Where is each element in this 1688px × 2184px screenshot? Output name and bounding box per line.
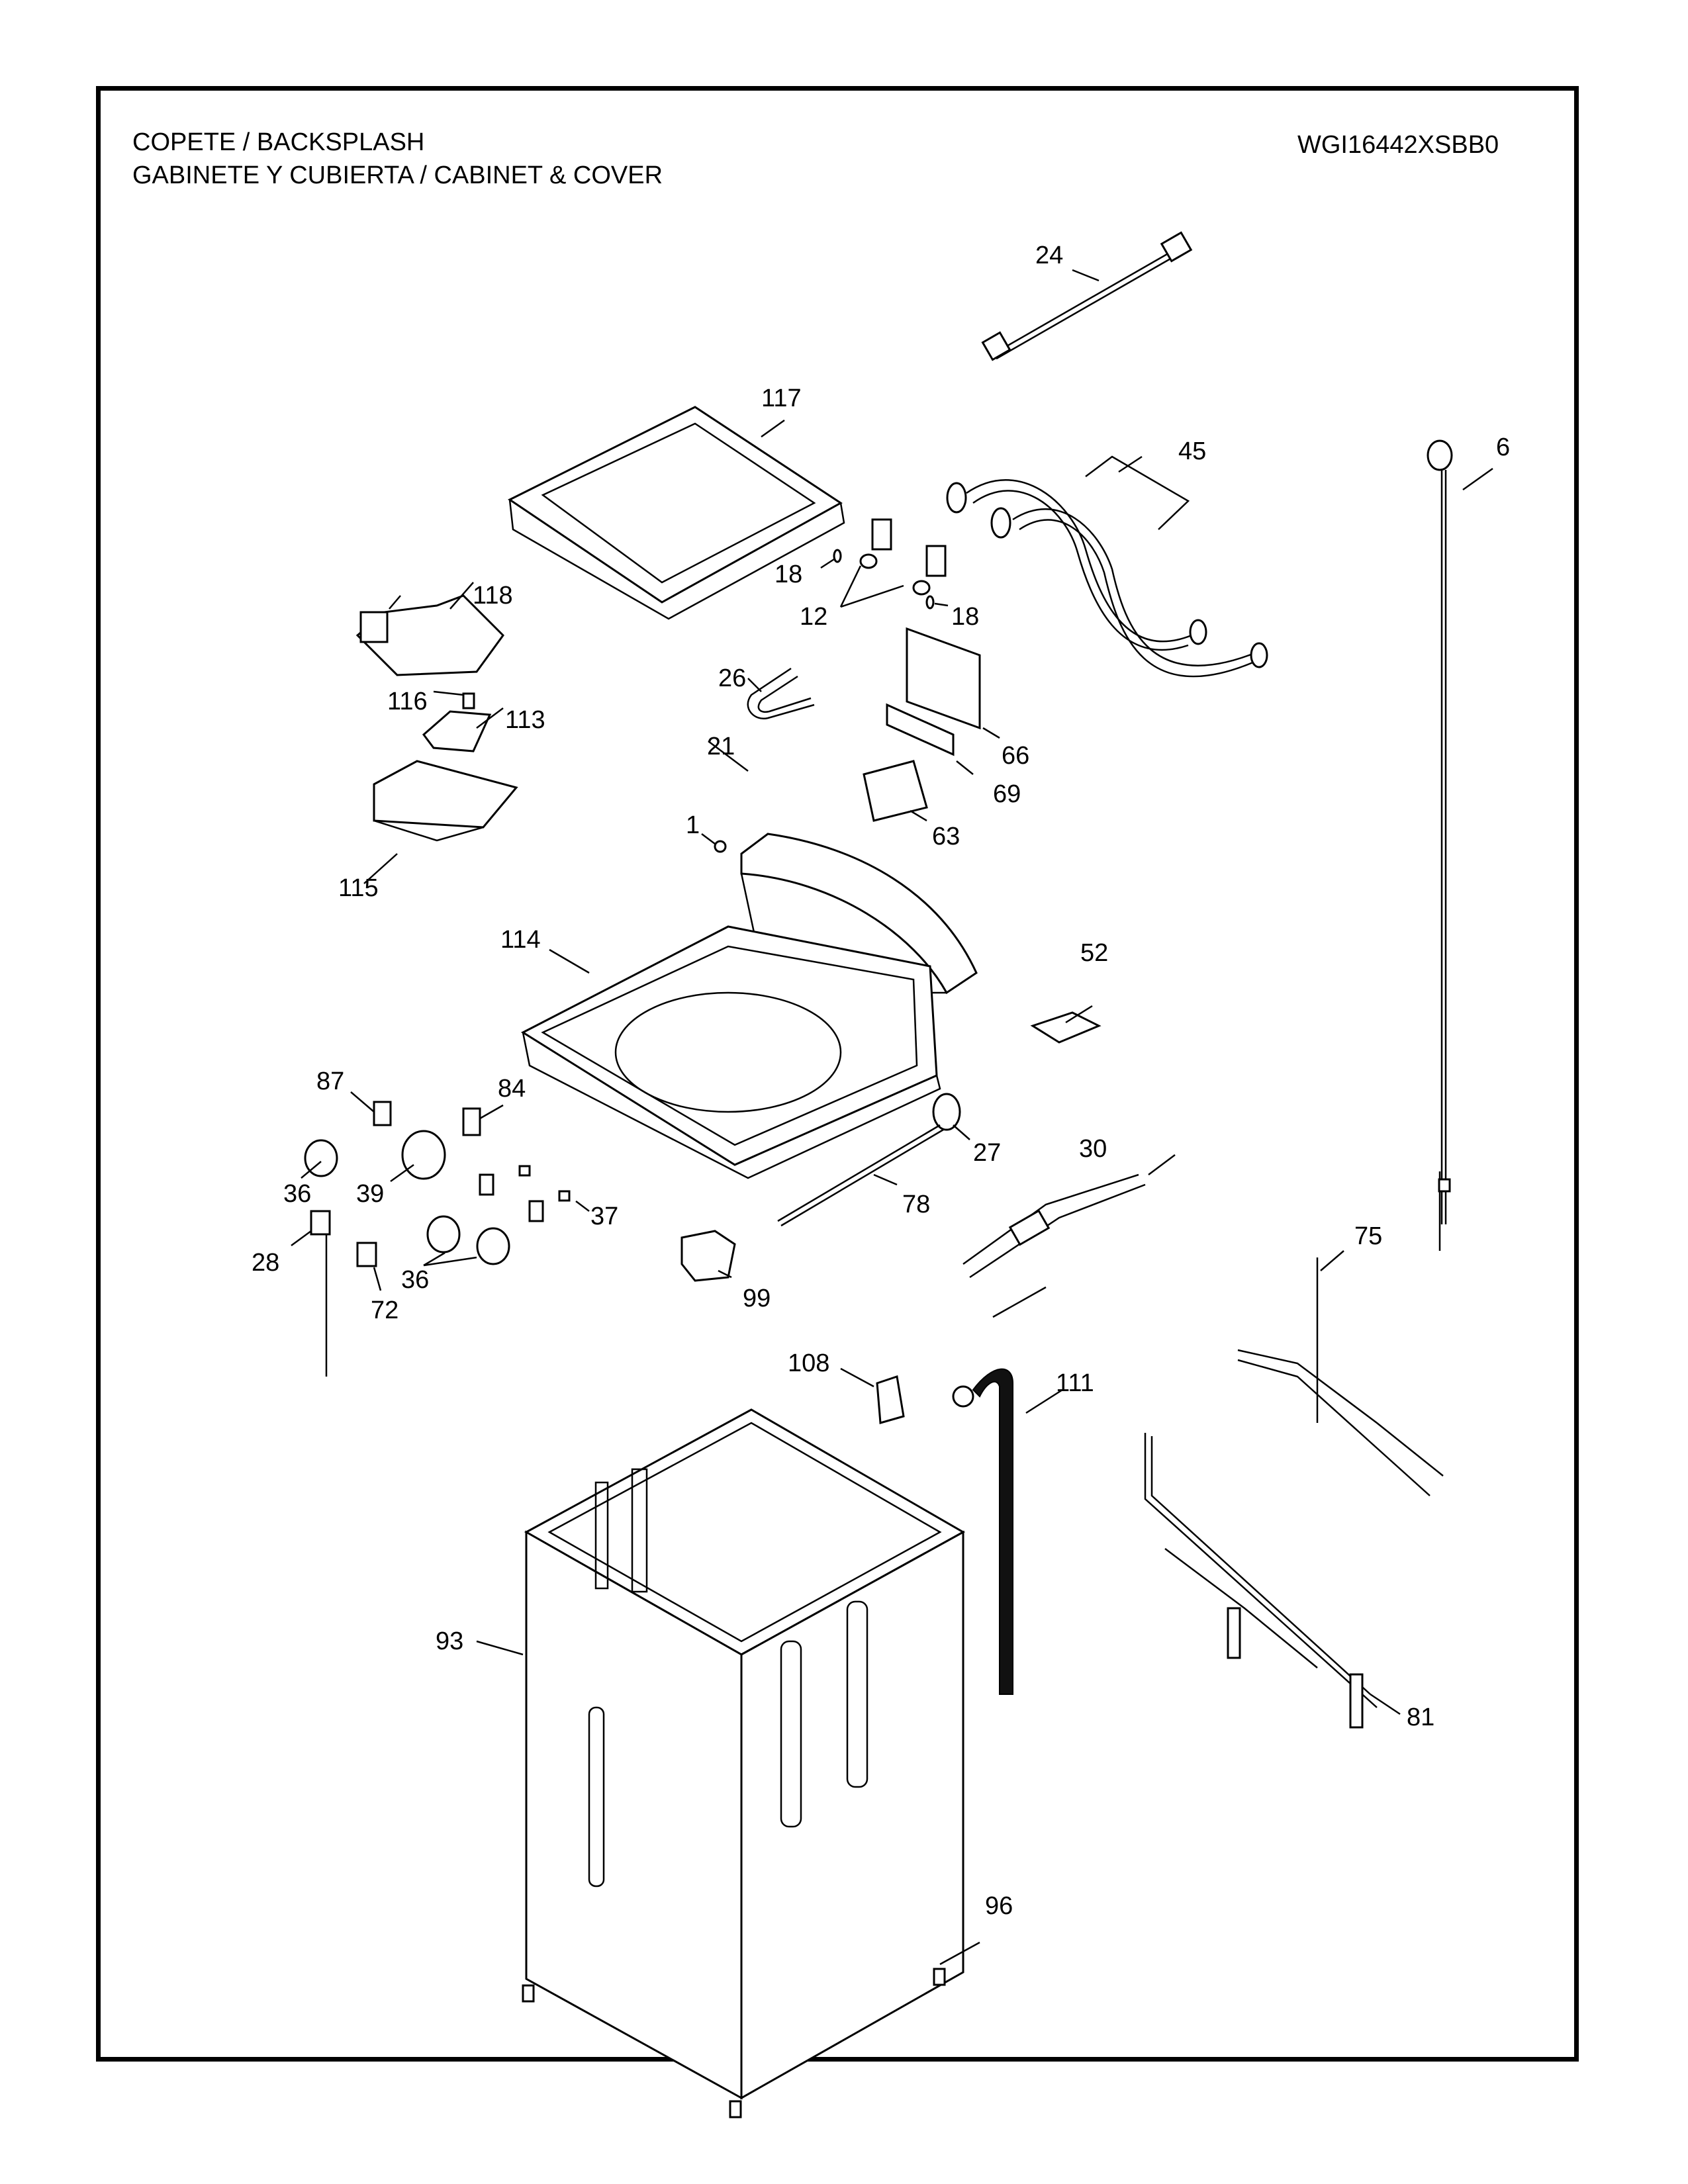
part-cover-52 — [1030, 1005, 1102, 1044]
part-board-72 — [356, 1242, 382, 1291]
title-backsplash: COPETE / BACKSPLASH — [132, 128, 425, 156]
part-terminal-block-99 — [680, 1230, 736, 1282]
callout-72: 72 — [371, 1297, 399, 1324]
part-drain-hose-111 — [952, 1368, 1063, 1695]
part-led-37 — [518, 1165, 590, 1212]
part-cabinet-93 — [476, 1408, 966, 2100]
callout-108: 108 — [788, 1349, 830, 1377]
callout-75: 75 — [1354, 1222, 1383, 1250]
callout-52: 52 — [1080, 939, 1109, 967]
callout-26: 26 — [718, 664, 747, 692]
callout-36-a: 36 — [283, 1180, 312, 1208]
part-inlet-hoses-45 — [946, 455, 1268, 678]
callout-96: 96 — [985, 1892, 1013, 1920]
part-hose-26 — [747, 667, 815, 720]
part-leveling-feet-96 — [522, 1941, 980, 2118]
part-control-housing-63 — [863, 760, 928, 822]
part-top-cover-114 — [520, 925, 941, 1179]
part-cap-116 — [433, 690, 475, 709]
drawing-frame — [96, 86, 1579, 2062]
callout-21: 21 — [707, 733, 735, 760]
part-harness-75 — [1237, 1250, 1444, 1496]
part-switch-87 — [350, 1091, 392, 1126]
title-cabinet-cover: GABINETE Y CUBIERTA / CABINET & COVER — [132, 161, 663, 189]
part-wire-78 — [777, 1124, 944, 1227]
callout-63: 63 — [932, 823, 961, 850]
callout-78: 78 — [902, 1191, 931, 1218]
callout-45: 45 — [1178, 437, 1207, 465]
callout-28: 28 — [252, 1249, 280, 1277]
callout-113: 113 — [505, 706, 545, 734]
callout-37: 37 — [590, 1203, 619, 1230]
part-knob-1 — [701, 833, 727, 853]
callout-115: 115 — [338, 874, 379, 902]
callout-27: 27 — [973, 1139, 1002, 1167]
part-dispenser-118 — [355, 582, 504, 676]
callout-81: 81 — [1407, 1704, 1435, 1731]
part-knob-36a — [301, 1139, 338, 1179]
callout-18-b: 18 — [951, 603, 980, 631]
callout-111: 111 — [1056, 1369, 1094, 1397]
callout-84: 84 — [498, 1075, 526, 1103]
part-water-valves-12 — [839, 518, 947, 608]
callout-114: 114 — [500, 926, 541, 954]
callout-116: 116 — [387, 688, 428, 715]
part-clamps-18 — [820, 549, 949, 610]
part-bracket-66 — [906, 627, 1000, 739]
part-sensor-28 — [291, 1210, 331, 1377]
part-lid-117 — [508, 406, 845, 620]
part-knob-36b — [423, 1215, 510, 1267]
callout-66: 66 — [1002, 742, 1030, 770]
part-pressure-switch-27 — [932, 1093, 970, 1140]
callout-12: 12 — [800, 603, 828, 631]
callout-1: 1 — [686, 811, 700, 839]
model-number: WGI16442XSBB0 — [1297, 131, 1499, 159]
callout-6: 6 — [1496, 433, 1511, 461]
part-switch-84 — [462, 1104, 504, 1136]
callout-24: 24 — [1035, 242, 1064, 269]
callout-117: 117 — [761, 385, 802, 412]
part-knob-39 — [390, 1130, 446, 1183]
part-pump-108 — [840, 1367, 905, 1424]
callout-118: 118 — [473, 582, 513, 610]
part-harness-81 — [1144, 1433, 1401, 1729]
callout-87: 87 — [316, 1068, 345, 1095]
part-wire-harness-24 — [981, 231, 1193, 361]
callout-30: 30 — [1079, 1135, 1107, 1163]
part-harness-30 — [962, 1154, 1176, 1318]
part-switch-misc — [479, 1173, 544, 1222]
callout-93: 93 — [436, 1627, 464, 1655]
callout-99: 99 — [743, 1285, 771, 1312]
callout-39: 39 — [356, 1180, 385, 1208]
part-power-cord-6 — [1427, 439, 1493, 1251]
part-dispenser-cup-113 — [422, 707, 504, 752]
callout-69: 69 — [993, 780, 1021, 808]
callout-36-b: 36 — [401, 1266, 430, 1294]
callout-18-a: 18 — [774, 561, 803, 588]
part-control-board-69 — [886, 703, 974, 775]
part-dispenser-drawer-115 — [363, 760, 518, 884]
